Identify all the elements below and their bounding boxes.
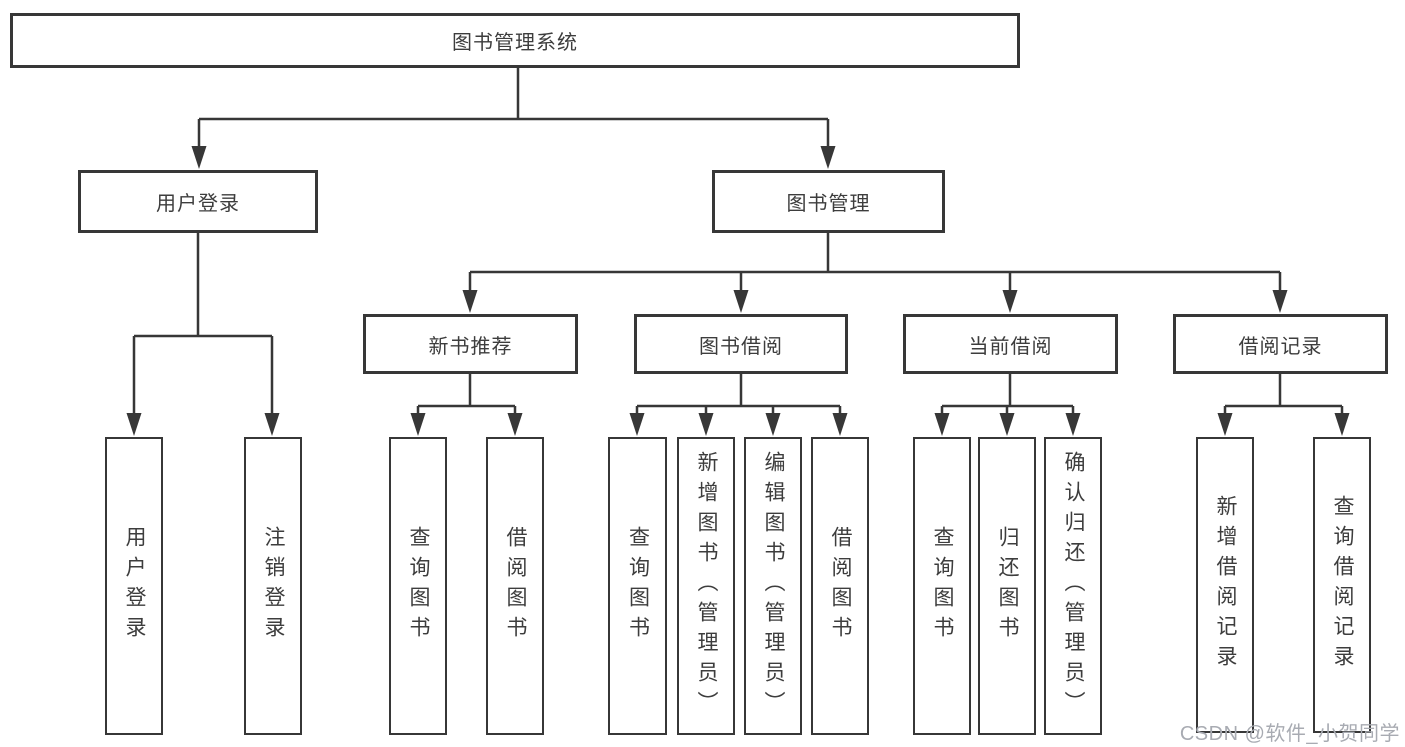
leaf-edit-books-admin: 编辑图书（管理员） <box>744 437 802 735</box>
leaf-add-books-admin: 新增图书（管理员） <box>677 437 735 735</box>
node-borrowing-records: 借阅记录 <box>1173 314 1388 374</box>
leaf-query-books-recommend: 查询图书 <box>389 437 447 735</box>
node-root-library-system: 图书管理系统 <box>10 13 1020 68</box>
node-new-book-recommend: 新书推荐 <box>363 314 578 374</box>
leaf-query-books-current: 查询图书 <box>913 437 971 735</box>
node-book-management: 图书管理 <box>712 170 945 233</box>
leaf-return-books: 归还图书 <box>978 437 1036 735</box>
leaf-borrow-books: 借阅图书 <box>811 437 869 735</box>
leaf-logout: 注销登录 <box>244 437 302 735</box>
leaf-query-borrow-record: 查询借阅记录 <box>1313 437 1371 733</box>
node-book-borrowing: 图书借阅 <box>634 314 848 374</box>
leaf-query-books-borrow: 查询图书 <box>608 437 667 735</box>
leaf-borrow-books-recommend: 借阅图书 <box>486 437 544 735</box>
node-current-borrowing: 当前借阅 <box>903 314 1118 374</box>
leaf-add-borrow-record: 新增借阅记录 <box>1196 437 1254 733</box>
leaf-user-login: 用户登录 <box>105 437 163 735</box>
csdn-watermark: CSDN @软件_小贺同学 <box>1179 723 1400 745</box>
node-user-login: 用户登录 <box>78 170 318 233</box>
leaf-confirm-return-admin: 确认归还（管理员） <box>1044 437 1102 735</box>
arrowheads <box>126 146 1350 436</box>
